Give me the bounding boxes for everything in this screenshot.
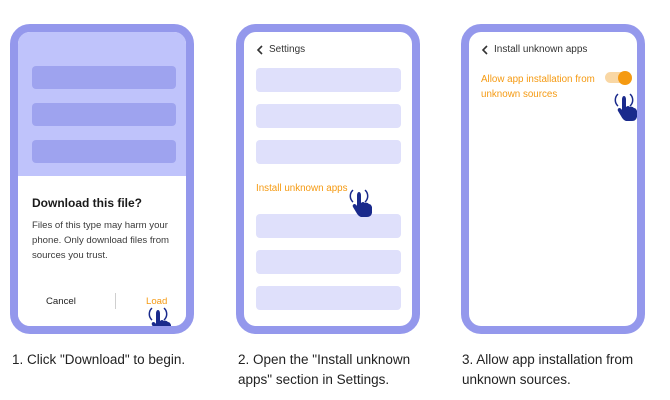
back-label: Install unknown apps bbox=[494, 44, 588, 55]
step-3-caption: 3. Allow app installation from unknown s… bbox=[462, 352, 634, 387]
settings-item[interactable] bbox=[256, 214, 401, 238]
placeholder-bar bbox=[32, 66, 176, 89]
cancel-button[interactable]: Cancel bbox=[46, 296, 76, 307]
tap-hand-icon bbox=[614, 93, 637, 121]
download-dialog: Download this file? Files of this type m… bbox=[18, 176, 186, 326]
phone-step-2: Settings Install unknown apps bbox=[236, 24, 420, 334]
tap-hand-icon bbox=[349, 189, 372, 217]
chevron-left-icon bbox=[256, 44, 263, 55]
placeholder-bar bbox=[32, 140, 176, 163]
settings-header[interactable]: Settings bbox=[256, 44, 305, 55]
load-button[interactable]: Load bbox=[146, 296, 168, 307]
phone-step-3: Install unknown apps Allow app installat… bbox=[461, 24, 645, 334]
step-1-caption: 1. Click "Download" to begin. bbox=[12, 352, 186, 367]
phone-step-1: Download this file? Files of this type m… bbox=[10, 24, 194, 334]
toggle-knob bbox=[618, 70, 632, 85]
dialog-message: Files of this type may harm your phone. … bbox=[32, 220, 170, 261]
button-divider bbox=[115, 293, 116, 309]
allow-unknown-sources-label[interactable]: Allow app installation from unknown sour… bbox=[481, 74, 595, 100]
allow-unknown-sources-toggle[interactable] bbox=[605, 70, 632, 85]
settings-item[interactable] bbox=[256, 68, 401, 92]
background-app-screen bbox=[18, 32, 186, 176]
step-2-caption: 2. Open the "Install unknown apps" secti… bbox=[238, 352, 411, 387]
install-unknown-apps-item[interactable]: Install unknown apps bbox=[256, 183, 348, 194]
placeholder-bar bbox=[32, 103, 176, 126]
dialog-title: Download this file? bbox=[32, 196, 142, 210]
settings-item[interactable] bbox=[256, 250, 401, 274]
chevron-left-icon bbox=[481, 44, 488, 55]
back-label: Settings bbox=[269, 44, 306, 55]
install-unknown-apps-header[interactable]: Install unknown apps bbox=[481, 44, 587, 55]
tap-hand-icon bbox=[148, 307, 171, 326]
settings-item[interactable] bbox=[256, 104, 401, 128]
settings-item[interactable] bbox=[256, 140, 401, 164]
settings-item[interactable] bbox=[256, 286, 401, 310]
